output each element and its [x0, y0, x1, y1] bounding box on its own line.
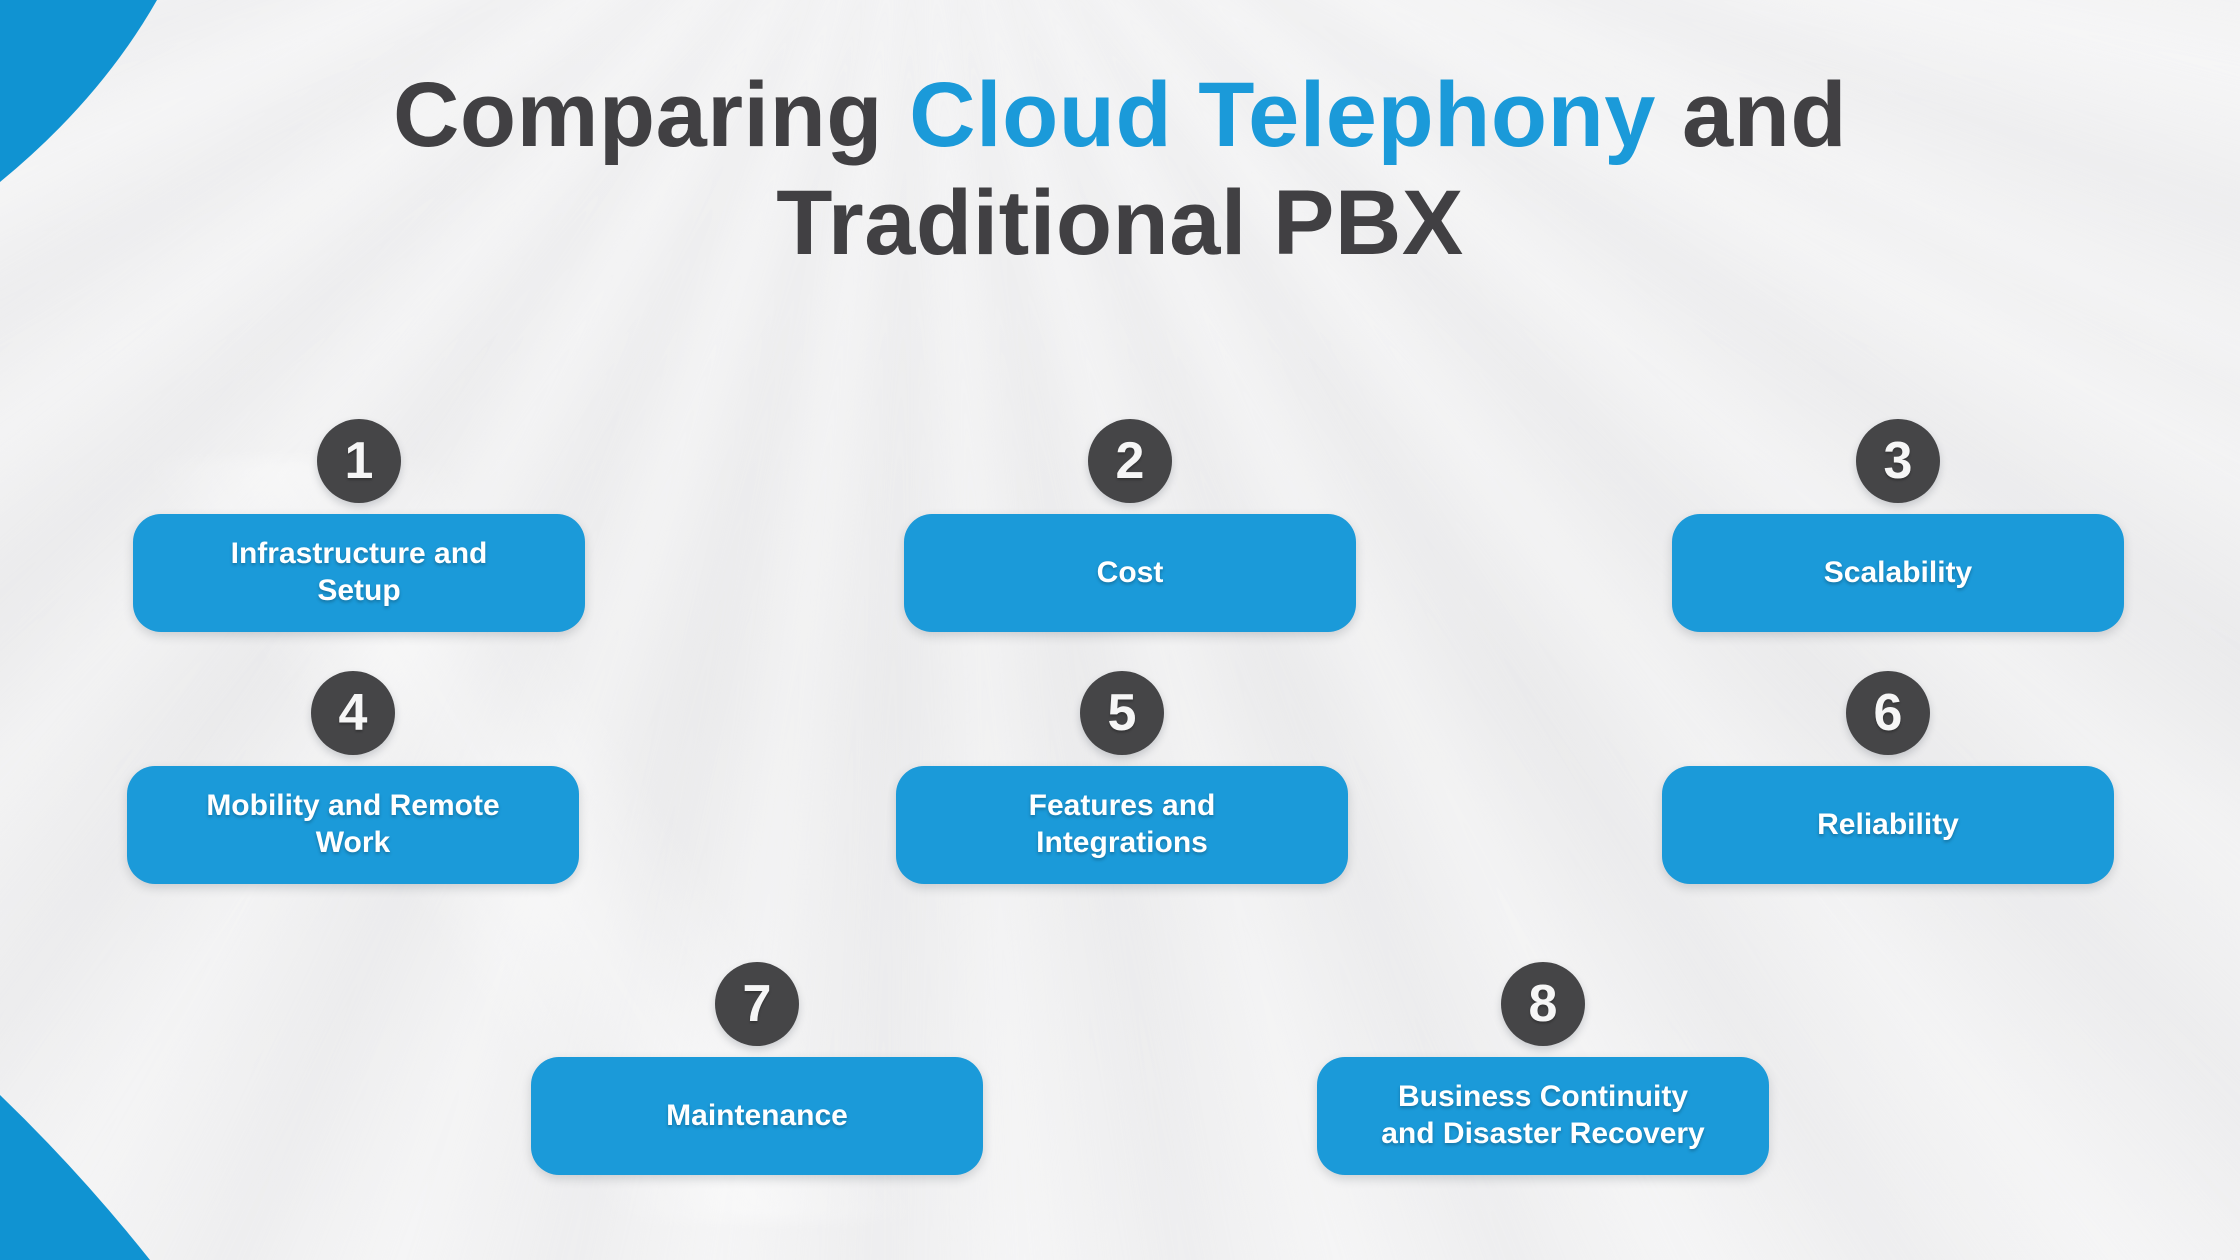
topic-label-line: Infrastructure and: [230, 537, 488, 571]
topic-item-business-continuity-and-disaster-recovery: 8 Business Continuity and Disaster Recov…: [1317, 962, 1769, 1175]
topic-button-features-and-integrations[interactable]: Features and Integrations: [896, 766, 1348, 884]
topic-button-mobility-and-remote-work[interactable]: Mobility and Remote Work: [127, 766, 579, 884]
step-number-badge: 5: [1080, 671, 1164, 755]
step-number-badge: 4: [311, 671, 395, 755]
topic-label-line: Maintenance: [666, 1098, 848, 1132]
step-number: 5: [1107, 684, 1137, 742]
topic-label-line: Work: [315, 826, 391, 859]
topic-label-line: Cost: [1096, 555, 1164, 589]
topic-button-maintenance[interactable]: Maintenance: [531, 1057, 983, 1175]
topic-label-line: Mobility and Remote: [206, 789, 500, 823]
step-number-badge: 1: [317, 419, 401, 503]
topic-button-cost[interactable]: Cost: [904, 514, 1356, 632]
step-number-badge: 6: [1846, 671, 1930, 755]
step-number-badge: 2: [1088, 419, 1172, 503]
step-number-badge: 7: [715, 962, 799, 1046]
title-text-post: and: [1655, 64, 1848, 166]
corner-decoration-bottom-left: [0, 1095, 150, 1260]
topic-item-cost: 2 Cost: [904, 419, 1356, 632]
topic-label-line: Setup: [317, 574, 401, 607]
topic-button-reliability[interactable]: Reliability: [1662, 766, 2114, 884]
step-number: 1: [344, 432, 374, 490]
topic-button-business-continuity-and-disaster-recovery[interactable]: Business Continuity and Disaster Recover…: [1317, 1057, 1769, 1175]
topic-label-line: Integrations: [1036, 826, 1208, 859]
topic-label-line: Features and: [1028, 789, 1216, 823]
topic-item-infrastructure-and-setup: 1 Infrastructure and Setup: [133, 419, 585, 632]
corner-decoration-top-left: [0, 0, 157, 182]
step-number: 7: [742, 975, 772, 1033]
topic-label-line: Scalability: [1823, 555, 1973, 589]
step-number-badge: 3: [1856, 419, 1940, 503]
topic-button-infrastructure-and-setup[interactable]: Infrastructure and Setup: [133, 514, 585, 632]
title-accent-text: Cloud Telephony: [909, 64, 1656, 166]
topic-item-reliability: 6 Reliability: [1662, 671, 2114, 884]
topic-label-line: and Disaster Recovery: [1381, 1117, 1705, 1150]
step-number: 2: [1115, 432, 1145, 490]
step-number: 6: [1873, 684, 1903, 742]
title-line-1: Comparing Cloud Telephony and: [0, 62, 2240, 170]
step-number-badge: 8: [1501, 962, 1585, 1046]
topic-label-line: Business Continuity: [1397, 1080, 1689, 1114]
topic-item-scalability: 3 Scalability: [1672, 419, 2124, 632]
title-line-2: Traditional PBX: [776, 171, 1464, 274]
step-number: 8: [1528, 975, 1558, 1033]
page-title: Comparing Cloud Telephony and Traditiona…: [0, 62, 2240, 277]
step-number: 4: [338, 684, 368, 742]
topic-item-mobility-and-remote-work: 4 Mobility and Remote Work: [127, 671, 579, 884]
topic-item-maintenance: 7 Maintenance: [531, 962, 983, 1175]
step-number: 3: [1883, 432, 1913, 490]
topic-label-line: Reliability: [1817, 807, 1959, 841]
topic-item-features-and-integrations: 5 Features and Integrations: [896, 671, 1348, 884]
title-text-pre: Comparing: [392, 64, 910, 166]
topic-button-scalability[interactable]: Scalability: [1672, 514, 2124, 632]
